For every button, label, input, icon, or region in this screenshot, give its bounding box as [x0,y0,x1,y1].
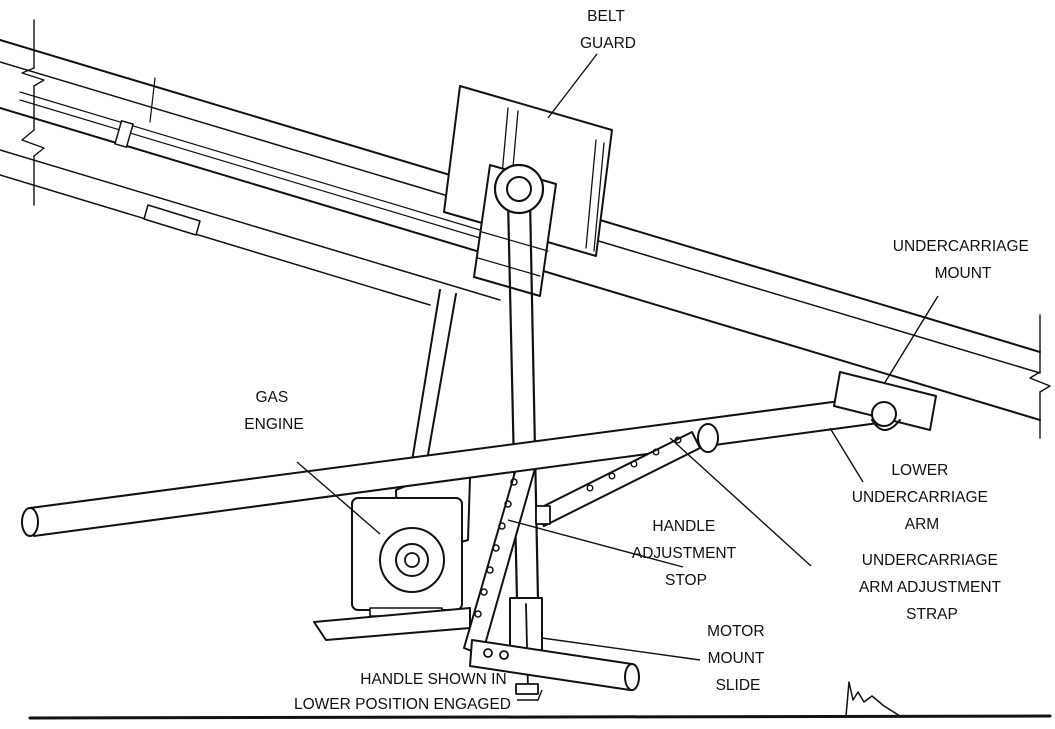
label-undercarriage-arm-adjustment-strap: UNDERCARRIAGE ARM ADJUSTMENT STRAP [859,552,1005,623]
label-gas-engine: GAS ENGINE [244,389,303,433]
tube-brackets [114,77,201,236]
break-mark-left [21,19,45,206]
undercarriage-mount [833,371,937,431]
label-handle-lower-position: HANDLE SHOWN IN LOWER POSITION ENGAGED [294,671,511,713]
break-mark-right [1029,314,1051,439]
lower-handle [469,639,640,691]
label-undercarriage-mount: UNDERCARRIAGE MOUNT [893,238,1033,282]
label-lower-undercarriage-arm: LOWER UNDERCARRIAGE ARM [852,462,992,533]
label-belt-guard: BELT GUARD [580,8,636,52]
label-motor-mount-slide: MOTOR MOUNT SLIDE [707,623,769,694]
gas-engine [351,465,471,617]
leader-lines [296,53,939,701]
upper-pulley [493,163,545,215]
ground-line [28,681,1052,720]
adjustment-strap [535,423,719,527]
label-handle-adjustment-stop: HANDLE ADJUSTMENT STOP [632,518,740,589]
